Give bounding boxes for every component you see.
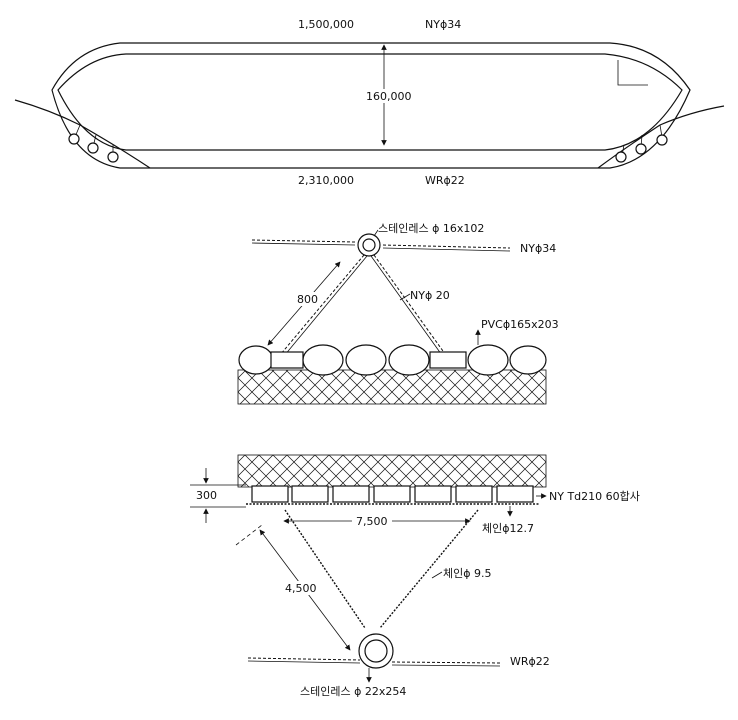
top-rope-label: NYϕ34 — [425, 18, 461, 31]
branch-left — [279, 254, 365, 356]
ring-outer — [357, 233, 381, 257]
chain-branch-label: 체인ϕ 9.5 — [443, 567, 492, 580]
lower-detail: 300 NY Td210 60합사 7,500 체인ϕ12.7 체인ϕ 9.5 … — [190, 454, 640, 698]
bottom-rope-lower — [247, 657, 501, 664]
float-label: PVCϕ165x203 — [481, 318, 559, 331]
net-panel — [237, 369, 547, 405]
left-anchors — [68, 124, 119, 163]
net-label: NY Td210 60합사 — [549, 490, 640, 503]
length-label-lower: 4,500 — [285, 582, 317, 595]
bottom-rope-label: WRϕ22 — [425, 174, 465, 187]
branch-pointer — [399, 293, 411, 301]
ring-inner — [362, 238, 376, 252]
branch-right — [373, 254, 449, 359]
chain-right — [379, 509, 479, 629]
branch-rope-label: NYϕ 20 — [410, 289, 450, 302]
sinkers — [251, 485, 534, 503]
bottom-length-label: 2,310,000 — [298, 174, 354, 187]
right-anchors — [615, 124, 668, 163]
height-label: 160,000 — [366, 90, 412, 103]
top-view: 160,000 1,500,000 NYϕ34 2,310,000 WRϕ22 — [14, 18, 725, 187]
main-rope — [251, 239, 511, 249]
ring-label-lower: 스테인레스 ϕ 22x254 — [300, 685, 406, 698]
main-rope-label: NYϕ34 — [520, 242, 556, 255]
inner-outline — [57, 53, 683, 151]
bottom-rope-label-lower: WRϕ22 — [510, 655, 550, 668]
top-length-label: 1,500,000 — [298, 18, 354, 31]
length-label: 800 — [297, 293, 318, 306]
corner-mark — [617, 60, 648, 86]
upper-detail: 스테인레스 ϕ 16x102 NYϕ34 NYϕ 20 800 PVCϕ165x… — [237, 222, 559, 405]
chain-branch-pointer — [431, 571, 443, 579]
dashed-guide — [235, 524, 263, 546]
floats — [238, 344, 547, 376]
ring-inner-lower — [364, 639, 388, 663]
left-sea-curve — [14, 99, 151, 169]
ring-label: 스테인레스 ϕ 16x102 — [378, 222, 484, 235]
ring-outer-lower — [358, 633, 394, 669]
outer-outline — [51, 42, 691, 169]
ring-pointer — [373, 229, 379, 237]
net-panel-lower — [237, 454, 547, 488]
span-label: 7,500 — [356, 515, 388, 528]
chain-main-label: 체인ϕ12.7 — [482, 522, 534, 535]
height-label-lower: 300 — [196, 489, 217, 502]
